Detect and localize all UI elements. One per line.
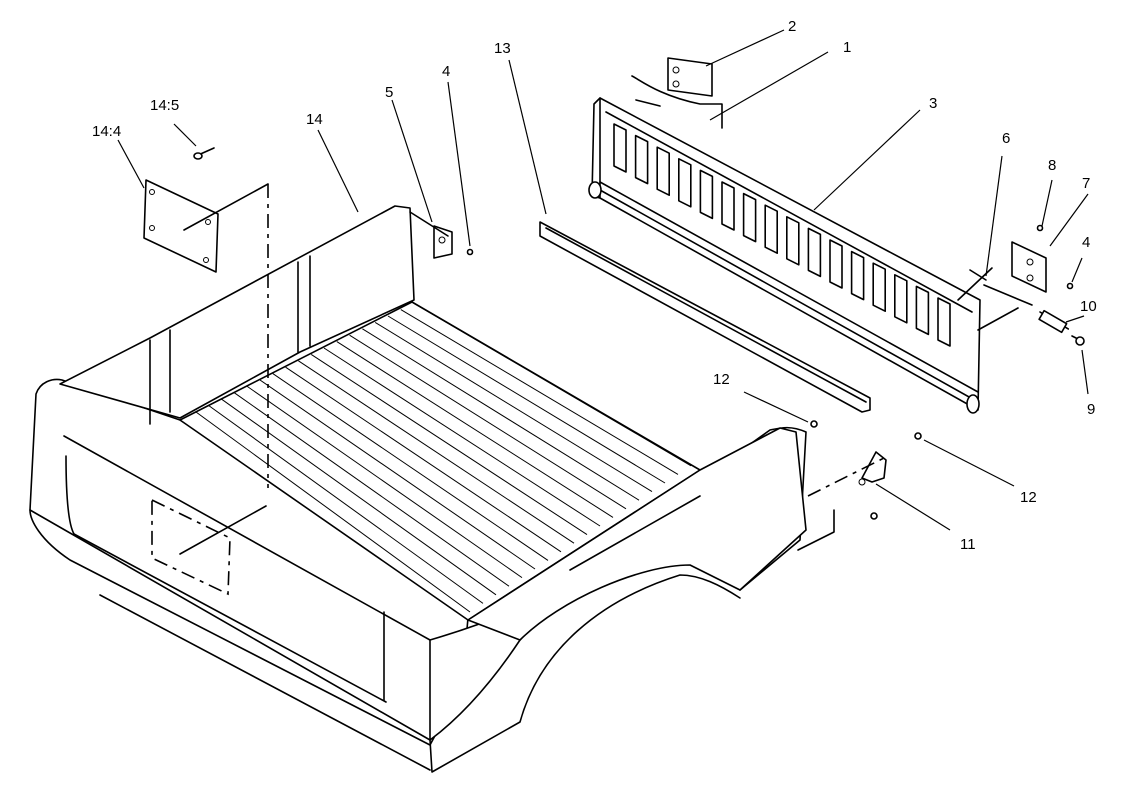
- floor-rib: [413, 302, 692, 467]
- decal-plate: [143, 147, 269, 596]
- tailgate-slot: [915, 285, 930, 336]
- callout-13: 13: [494, 40, 511, 57]
- tailgate-slot: [699, 169, 714, 220]
- tailgate-slot: [742, 192, 757, 243]
- callout-8: 8: [1048, 157, 1057, 174]
- floor-rib: [336, 341, 614, 518]
- tailgate-slot: [634, 134, 649, 185]
- floor-rib: [310, 353, 588, 536]
- callout-3: 3: [929, 95, 938, 112]
- callout-12-right: 12: [1020, 489, 1037, 506]
- tailgate-slot: [656, 146, 670, 196]
- tailgate-slot: [894, 274, 908, 324]
- floor-rib: [259, 379, 536, 570]
- callout-1: 1: [843, 39, 852, 56]
- floor-rib: [246, 385, 523, 579]
- floor-rib: [208, 405, 484, 604]
- floor-rib: [298, 360, 575, 544]
- callout-7: 7: [1082, 175, 1091, 192]
- leader-lines: [117, 29, 1089, 531]
- callout-4-right: 4: [1082, 234, 1091, 251]
- tailgate-slot: [786, 216, 800, 266]
- hinge-bracket-left: [409, 211, 474, 259]
- callout-12-left: 12: [713, 371, 730, 388]
- callout-5: 5: [385, 84, 394, 101]
- right-hinge-hardware: [957, 224, 1085, 346]
- floor-rib: [195, 411, 471, 613]
- callout-4-left: 4: [442, 63, 451, 80]
- floor-rib: [387, 315, 666, 484]
- callout-2: 2: [788, 18, 797, 35]
- floor-rib: [272, 373, 549, 561]
- tailgate-slot: [872, 262, 886, 312]
- tailgate-slot: [937, 297, 951, 347]
- side-rail: [539, 221, 871, 413]
- tailgate-slot: [807, 227, 822, 278]
- floor-rib: [323, 347, 601, 527]
- side-bracket: [797, 420, 922, 551]
- tailgate-slot: [829, 239, 843, 289]
- cargo-bed: [29, 205, 807, 773]
- floor-rib: [362, 328, 640, 501]
- tailgate-slot: [678, 158, 692, 208]
- tailgate-slot: [721, 181, 735, 231]
- callout-14: 14: [306, 111, 323, 128]
- floor-rib: [349, 334, 627, 510]
- latch-bracket: [631, 57, 723, 129]
- tailgate-slot: [764, 204, 778, 254]
- callout-14-4: 14:4: [92, 123, 122, 140]
- callout-6: 6: [1002, 130, 1011, 147]
- tailgate-slot: [850, 250, 865, 301]
- callout-11: 11: [960, 536, 976, 553]
- callout-9: 9: [1087, 401, 1096, 418]
- floor-rib: [374, 321, 653, 493]
- floor-rib: [285, 366, 562, 553]
- tailgate: [588, 97, 981, 414]
- floor-rib: [234, 392, 510, 587]
- floor-rib: [400, 309, 679, 475]
- callout-10: 10: [1080, 298, 1097, 315]
- tailgate-slot: [613, 123, 627, 173]
- callout-14-5: 14:5: [150, 97, 180, 114]
